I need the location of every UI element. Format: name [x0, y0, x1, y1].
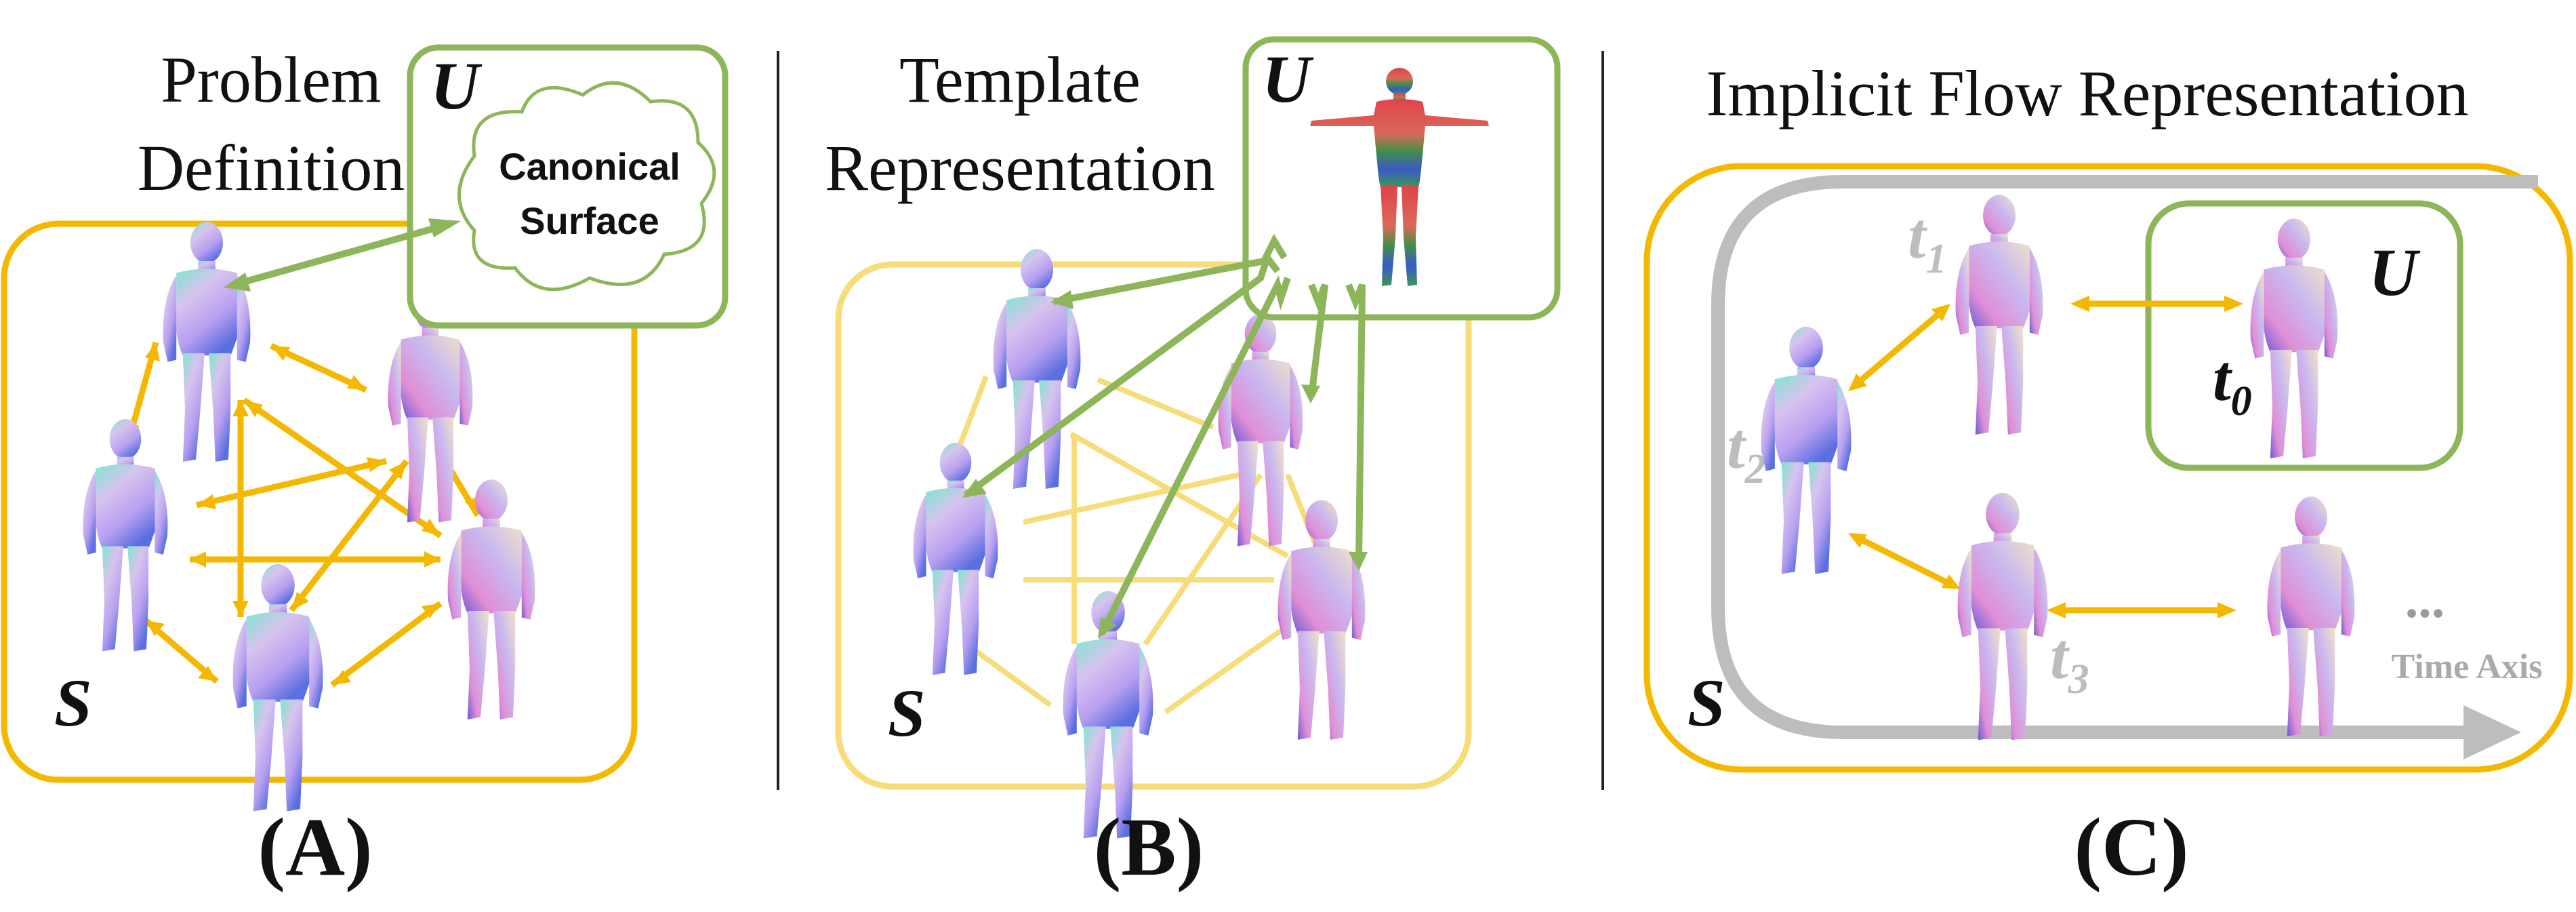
time-axis-track [1711, 175, 2538, 739]
shape-a4 [447, 479, 535, 719]
t3-label: t3 [2050, 620, 2089, 702]
set-s-label-a: S [54, 665, 92, 740]
shape-b1 [993, 249, 1081, 489]
set-s-label-b: S [888, 675, 926, 751]
set-s-box-b [835, 261, 1472, 790]
flow-arrows-c [1852, 300, 2236, 614]
panel-a-title-line1: Problem [161, 43, 381, 116]
t1-label: t1 [1908, 199, 1947, 282]
set-s-label-c: S [1688, 665, 1725, 740]
t2-label: t2 [1727, 410, 1766, 492]
set-s-box-a [1, 220, 638, 783]
set-s-box-c [1643, 163, 2573, 773]
shape-c-t2 [1761, 326, 1852, 574]
canonical-map-arrow-a [232, 220, 452, 288]
u-label-a: U [430, 48, 483, 123]
shape-c-t1 [1955, 195, 2043, 435]
panel-a: Problem Definition [1, 43, 729, 893]
panel-c-title: Implicit Flow Representation [1706, 57, 2468, 130]
shape-a3 [83, 418, 168, 652]
template-map-arrows-b [964, 233, 1366, 636]
canonical-map-arrow-head-a2 [428, 218, 461, 237]
panel-label-b: (B) [1094, 801, 1204, 893]
shape-c-t3 [1957, 492, 2048, 740]
panel-label-a: (A) [258, 801, 372, 893]
flow-arrow-heads-c [1848, 296, 2243, 618]
panel-c: Implicit Flow Representation U t1 t0 t2 … [1643, 57, 2573, 893]
u-label-b: U [1262, 41, 1314, 117]
t0-label: t0 [2213, 342, 2252, 424]
panel-b: Template Representation S U [825, 36, 1561, 893]
cloud-text-line2: Surface [520, 199, 659, 242]
ellipsis-label: ... [2405, 570, 2445, 629]
u-label-c: U [2369, 235, 2421, 310]
shape-b4 [1277, 500, 1366, 740]
panel-a-title-line2: Definition [138, 132, 405, 204]
cloud-text-line1: Canonical [499, 145, 680, 188]
canonical-map-arrow-head-a1 [224, 273, 251, 292]
panel-b-title-line2: Representation [825, 132, 1215, 204]
panel-label-c: (C) [2074, 801, 2188, 893]
shape-a1 [163, 222, 251, 462]
arrow-heads-a [125, 342, 478, 685]
shape-b2 [1218, 313, 1303, 547]
template-map-arrow-heads-b [962, 290, 1368, 639]
shape-c-next [2267, 496, 2355, 736]
canonical-cloud [457, 81, 716, 292]
time-axis-arrow-head [2463, 705, 2521, 759]
time-axis-label: Time Axis [2392, 648, 2543, 686]
panel-b-title-line1: Template [899, 43, 1141, 116]
